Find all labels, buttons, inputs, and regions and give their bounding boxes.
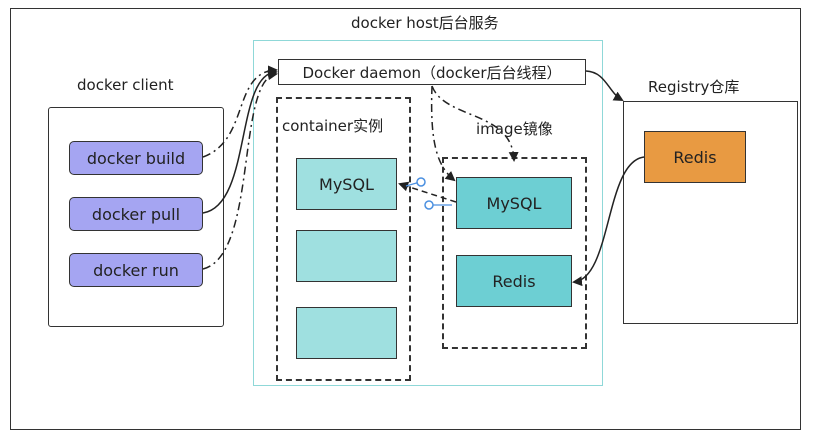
registry-box — [623, 101, 798, 324]
image-title: image镜像 — [476, 120, 553, 138]
registry-title: Registry仓库 — [648, 78, 740, 96]
container-group — [276, 97, 411, 381]
selection-handles — [405, 177, 452, 210]
build-to-daemon-arrow — [202, 65, 278, 158]
image-to-container-mysql-arrow — [398, 181, 457, 203]
outer-frame — [10, 8, 801, 430]
docker-client-box — [48, 107, 224, 327]
pull-to-daemon-arrow — [202, 67, 278, 214]
docker-host-box — [253, 40, 603, 386]
registry-to-image-redis-arrow — [572, 156, 645, 287]
container-empty-node[interactable] — [296, 230, 397, 282]
daemon-to-registry-arrow — [585, 70, 624, 101]
host-title: docker host后台服务 — [351, 14, 499, 32]
container-title: container实例 — [282, 117, 384, 135]
daemon-to-image-mysql-arrow — [431, 85, 519, 162]
daemon-to-image-mysql-arrow — [430, 85, 456, 182]
image-mysql-node[interactable]: MySQL — [456, 177, 572, 229]
client-title: docker client — [77, 76, 174, 94]
docker-pull-node[interactable]: docker pull — [69, 197, 203, 231]
run-to-daemon-arrow — [202, 70, 278, 270]
docker-run-node[interactable]: docker run — [69, 253, 203, 287]
container-empty-node[interactable] — [296, 307, 397, 359]
docker-daemon-node[interactable]: Docker daemon（docker后台线程） — [278, 59, 586, 85]
container-mysql-node[interactable]: MySQL — [296, 158, 397, 210]
image-redis-node[interactable]: Redis — [456, 255, 572, 307]
registry-redis-node[interactable]: Redis — [644, 131, 746, 183]
docker-build-node[interactable]: docker build — [69, 141, 203, 175]
